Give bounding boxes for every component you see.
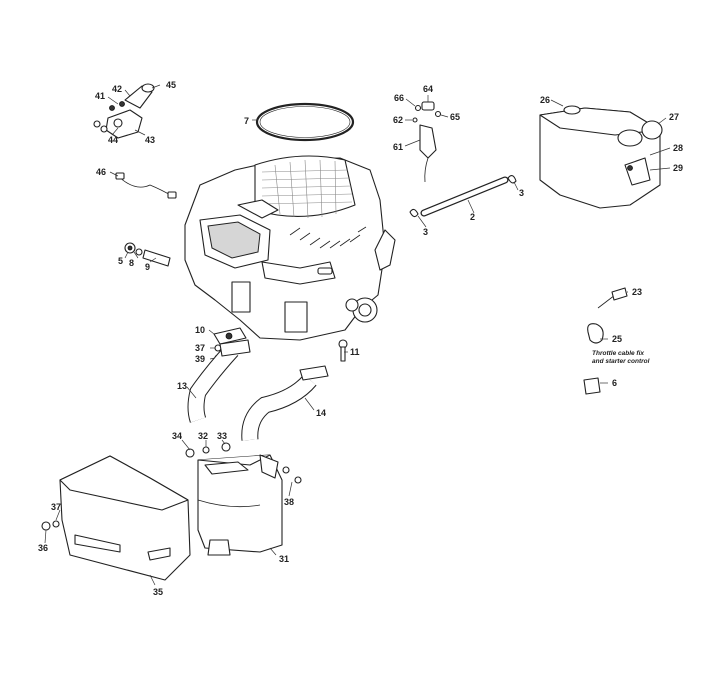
callout-27: 27 (669, 112, 679, 122)
cable-clip (587, 323, 604, 344)
callout-3-left: 3 (423, 227, 428, 237)
gasket-ring (255, 102, 355, 142)
callout-61: 61 (393, 142, 403, 152)
callout-62: 62 (393, 115, 403, 125)
callout-labels: 7 41 42 45 44 43 46 64 66 62 65 61 26 27… (38, 80, 683, 597)
throttle-cable-fixing (597, 287, 628, 309)
callout-29: 29 (673, 163, 683, 173)
callout-64: 64 (423, 84, 433, 94)
fuel-hose (409, 175, 517, 218)
callout-38: 38 (284, 497, 294, 507)
engine-block (184, 155, 396, 341)
callout-11: 11 (350, 347, 360, 357)
callout-43: 43 (145, 135, 155, 145)
callout-42: 42 (112, 84, 122, 94)
fuel-tap (412, 101, 442, 183)
bolt-11 (338, 339, 348, 362)
muffler (197, 454, 283, 556)
callout-14: 14 (316, 408, 326, 418)
callout-65: 65 (450, 112, 460, 122)
callout-5: 5 (118, 256, 123, 266)
callout-44: 44 (108, 135, 118, 145)
callout-35: 35 (153, 587, 163, 597)
callout-7: 7 (244, 116, 249, 126)
wire-harness (115, 172, 177, 199)
callout-32: 32 (198, 431, 208, 441)
callout-6: 6 (612, 378, 617, 388)
callout-28: 28 (673, 143, 683, 153)
callout-13: 13 (177, 381, 187, 391)
exhaust-gasket-10 (213, 327, 247, 345)
exhaust-pipe-14 (241, 365, 329, 441)
callout-41: 41 (95, 91, 105, 101)
muffler-fasteners (185, 442, 302, 484)
small-clip (583, 377, 601, 395)
note-throttle-line-1: Throttle cable fix (592, 350, 644, 357)
drain-plug-set (124, 242, 171, 267)
callout-8: 8 (129, 258, 134, 268)
callout-36: 36 (38, 543, 48, 553)
exhaust-pipe-13 (187, 339, 251, 423)
callout-66: 66 (394, 93, 404, 103)
heat-shield (59, 455, 191, 581)
leader-lines (44, 84, 671, 586)
callout-34: 34 (172, 431, 182, 441)
callout-31: 31 (279, 554, 289, 564)
callout-37-top: 37 (195, 343, 205, 353)
callout-26: 26 (540, 95, 550, 105)
callout-10: 10 (195, 325, 205, 335)
throttle-assembly (93, 83, 155, 139)
note-throttle-line-2: and starter control (592, 358, 650, 365)
callout-45: 45 (166, 80, 176, 90)
callout-9: 9 (145, 262, 150, 272)
callout-33: 33 (217, 431, 227, 441)
callout-23: 23 (632, 287, 642, 297)
callout-37-bottom: 37 (51, 502, 61, 512)
callout-39: 39 (195, 354, 205, 364)
fuel-tank (539, 105, 663, 209)
callout-3-right: 3 (519, 188, 524, 198)
callout-2: 2 (470, 212, 475, 222)
callout-46: 46 (96, 167, 106, 177)
callout-25: 25 (612, 334, 622, 344)
